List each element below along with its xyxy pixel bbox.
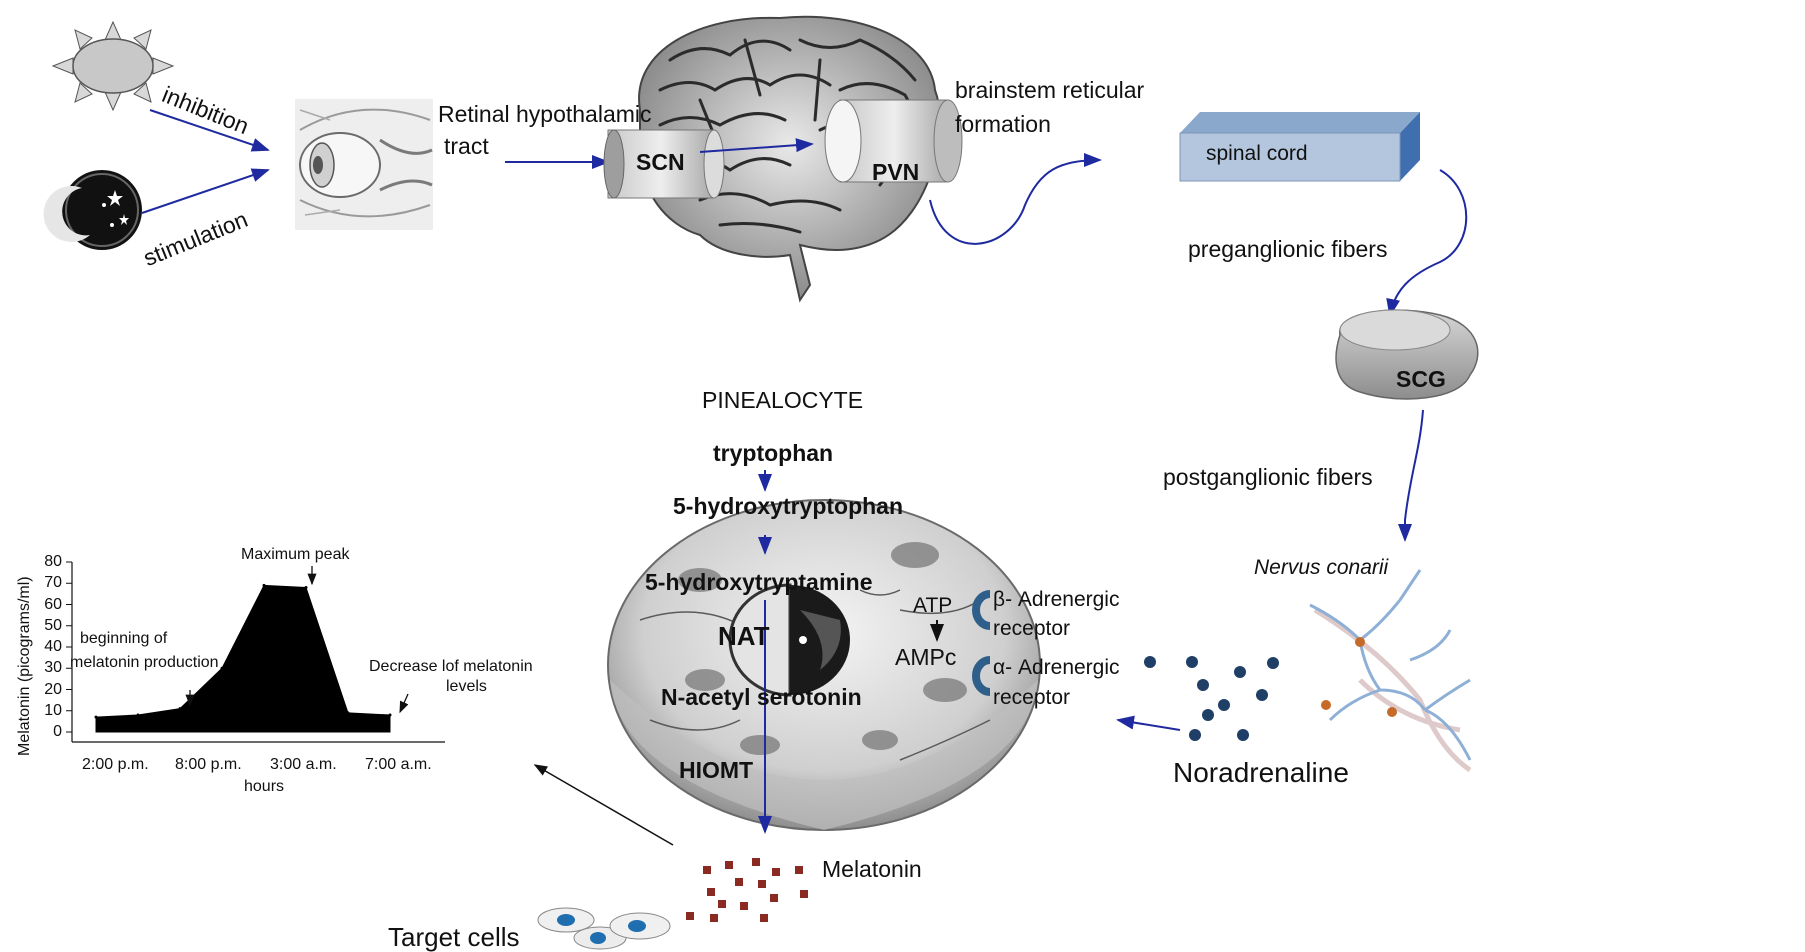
chart-ylabel: Melatonin (picograms/ml) bbox=[16, 576, 33, 756]
spinal-cord-box bbox=[1179, 112, 1420, 182]
target-cells-label: Target cells bbox=[388, 922, 520, 952]
begin-annotation-2: melatonin production bbox=[70, 654, 219, 671]
melatonin-molecules bbox=[686, 858, 808, 922]
data-point bbox=[94, 715, 98, 719]
y-tick-label: 70 bbox=[44, 574, 62, 592]
scn-pvn-arrow bbox=[699, 138, 814, 153]
decrease-annotation: Decrease lof melatonin bbox=[369, 658, 533, 675]
beta-receptor-icon bbox=[972, 590, 991, 630]
retinal-tract-label-2: tract bbox=[444, 133, 489, 159]
pvn-label: PVN bbox=[872, 159, 920, 185]
data-point bbox=[136, 713, 140, 717]
data-point bbox=[388, 713, 392, 717]
moon-icon bbox=[43, 170, 142, 250]
tryptophan-label: tryptophan bbox=[713, 440, 834, 466]
retinal-tract-label: Retinal hypothalamic bbox=[438, 101, 652, 127]
data-point bbox=[346, 711, 350, 715]
y-tick-label: 30 bbox=[44, 659, 62, 677]
y-tick-label: 0 bbox=[53, 723, 62, 740]
x-tick-3am: 3:00 a.m. bbox=[270, 756, 337, 773]
scn-node bbox=[603, 129, 725, 199]
melatonin-chart-arrow bbox=[533, 764, 674, 846]
alpha-receptor-icon bbox=[972, 656, 991, 696]
spinal-cord-label: spinal cord bbox=[1206, 142, 1308, 165]
pinealocyte-title: PINEALOCYTE bbox=[702, 387, 864, 413]
scn-label: SCN bbox=[636, 149, 685, 175]
preganglionic-arrow bbox=[1386, 169, 1468, 317]
y-tick-label: 40 bbox=[44, 638, 62, 655]
data-point bbox=[178, 707, 182, 711]
scg-node bbox=[1335, 309, 1479, 400]
melatonin-chart bbox=[66, 561, 445, 743]
hiomt-label: HIOMT bbox=[679, 757, 754, 783]
target-cells bbox=[537, 907, 671, 950]
ampc-label: AMPc bbox=[895, 644, 957, 670]
postganglionic-label: postganglionic fibers bbox=[1163, 464, 1373, 490]
pinealocyte-cell bbox=[607, 499, 1041, 831]
hydroxytryptamine-label: 5-hydroxytryptamine bbox=[645, 569, 873, 595]
y-tick-label: 20 bbox=[44, 680, 62, 698]
preganglionic-label: preganglionic fibers bbox=[1188, 236, 1388, 262]
data-point bbox=[304, 586, 308, 589]
pvn-brainstem-arrow bbox=[929, 153, 1102, 245]
data-point bbox=[220, 666, 224, 670]
eye-icon bbox=[295, 99, 433, 230]
nucleus bbox=[728, 583, 850, 697]
decrease-annotation-2: levels bbox=[446, 678, 487, 695]
postganglionic-arrow bbox=[1398, 409, 1424, 542]
x-tick-8pm: 8:00 p.m. bbox=[175, 756, 242, 773]
beta-receptor-label: β- Adrenergic bbox=[993, 588, 1120, 611]
sun-icon bbox=[51, 20, 175, 112]
beta-receptor-label-2: receptor bbox=[993, 617, 1071, 640]
hydroxytryptophan-label: 5-hydroxytryptophan bbox=[673, 493, 904, 519]
brainstem-label: brainstem reticular bbox=[955, 77, 1145, 103]
brainstem-label-2: formation bbox=[955, 111, 1051, 137]
y-tick-label: 60 bbox=[44, 595, 62, 613]
noradrenaline-arrow bbox=[1116, 715, 1181, 731]
neuron-image bbox=[1309, 569, 1472, 773]
alpha-receptor-label: α- Adrenergic bbox=[993, 656, 1120, 679]
x-tick-2pm: 2:00 p.m. bbox=[82, 756, 149, 773]
n-acetyl-serotonin-label: N-acetyl serotonin bbox=[661, 684, 862, 710]
stimulation-arrow bbox=[141, 168, 270, 214]
decrease-arrow bbox=[399, 693, 409, 714]
peak-annotation: Maximum peak bbox=[241, 546, 350, 563]
pvn-node bbox=[824, 99, 963, 183]
data-point bbox=[262, 583, 266, 587]
atp-label: ATP bbox=[913, 594, 953, 617]
melatonin-label: Melatonin bbox=[822, 856, 922, 882]
nervus-conarii-label: Nervus conarii bbox=[1254, 556, 1389, 579]
alpha-receptor-label-2: receptor bbox=[993, 686, 1071, 709]
noradrenaline-dots bbox=[1144, 656, 1279, 741]
chart-xlabel: hours bbox=[244, 778, 285, 795]
y-tick-label: 80 bbox=[44, 553, 62, 570]
y-tick-label: 50 bbox=[44, 616, 62, 634]
begin-annotation: beginning of bbox=[80, 630, 168, 647]
y-tick-label: 10 bbox=[44, 701, 62, 719]
inhibition-arrow bbox=[149, 109, 270, 152]
x-tick-7am: 7:00 a.m. bbox=[365, 756, 432, 773]
scg-label: SCG bbox=[1396, 366, 1446, 392]
nat-label: NAT bbox=[718, 621, 770, 651]
noradrenaline-label: Noradrenaline bbox=[1173, 757, 1349, 788]
